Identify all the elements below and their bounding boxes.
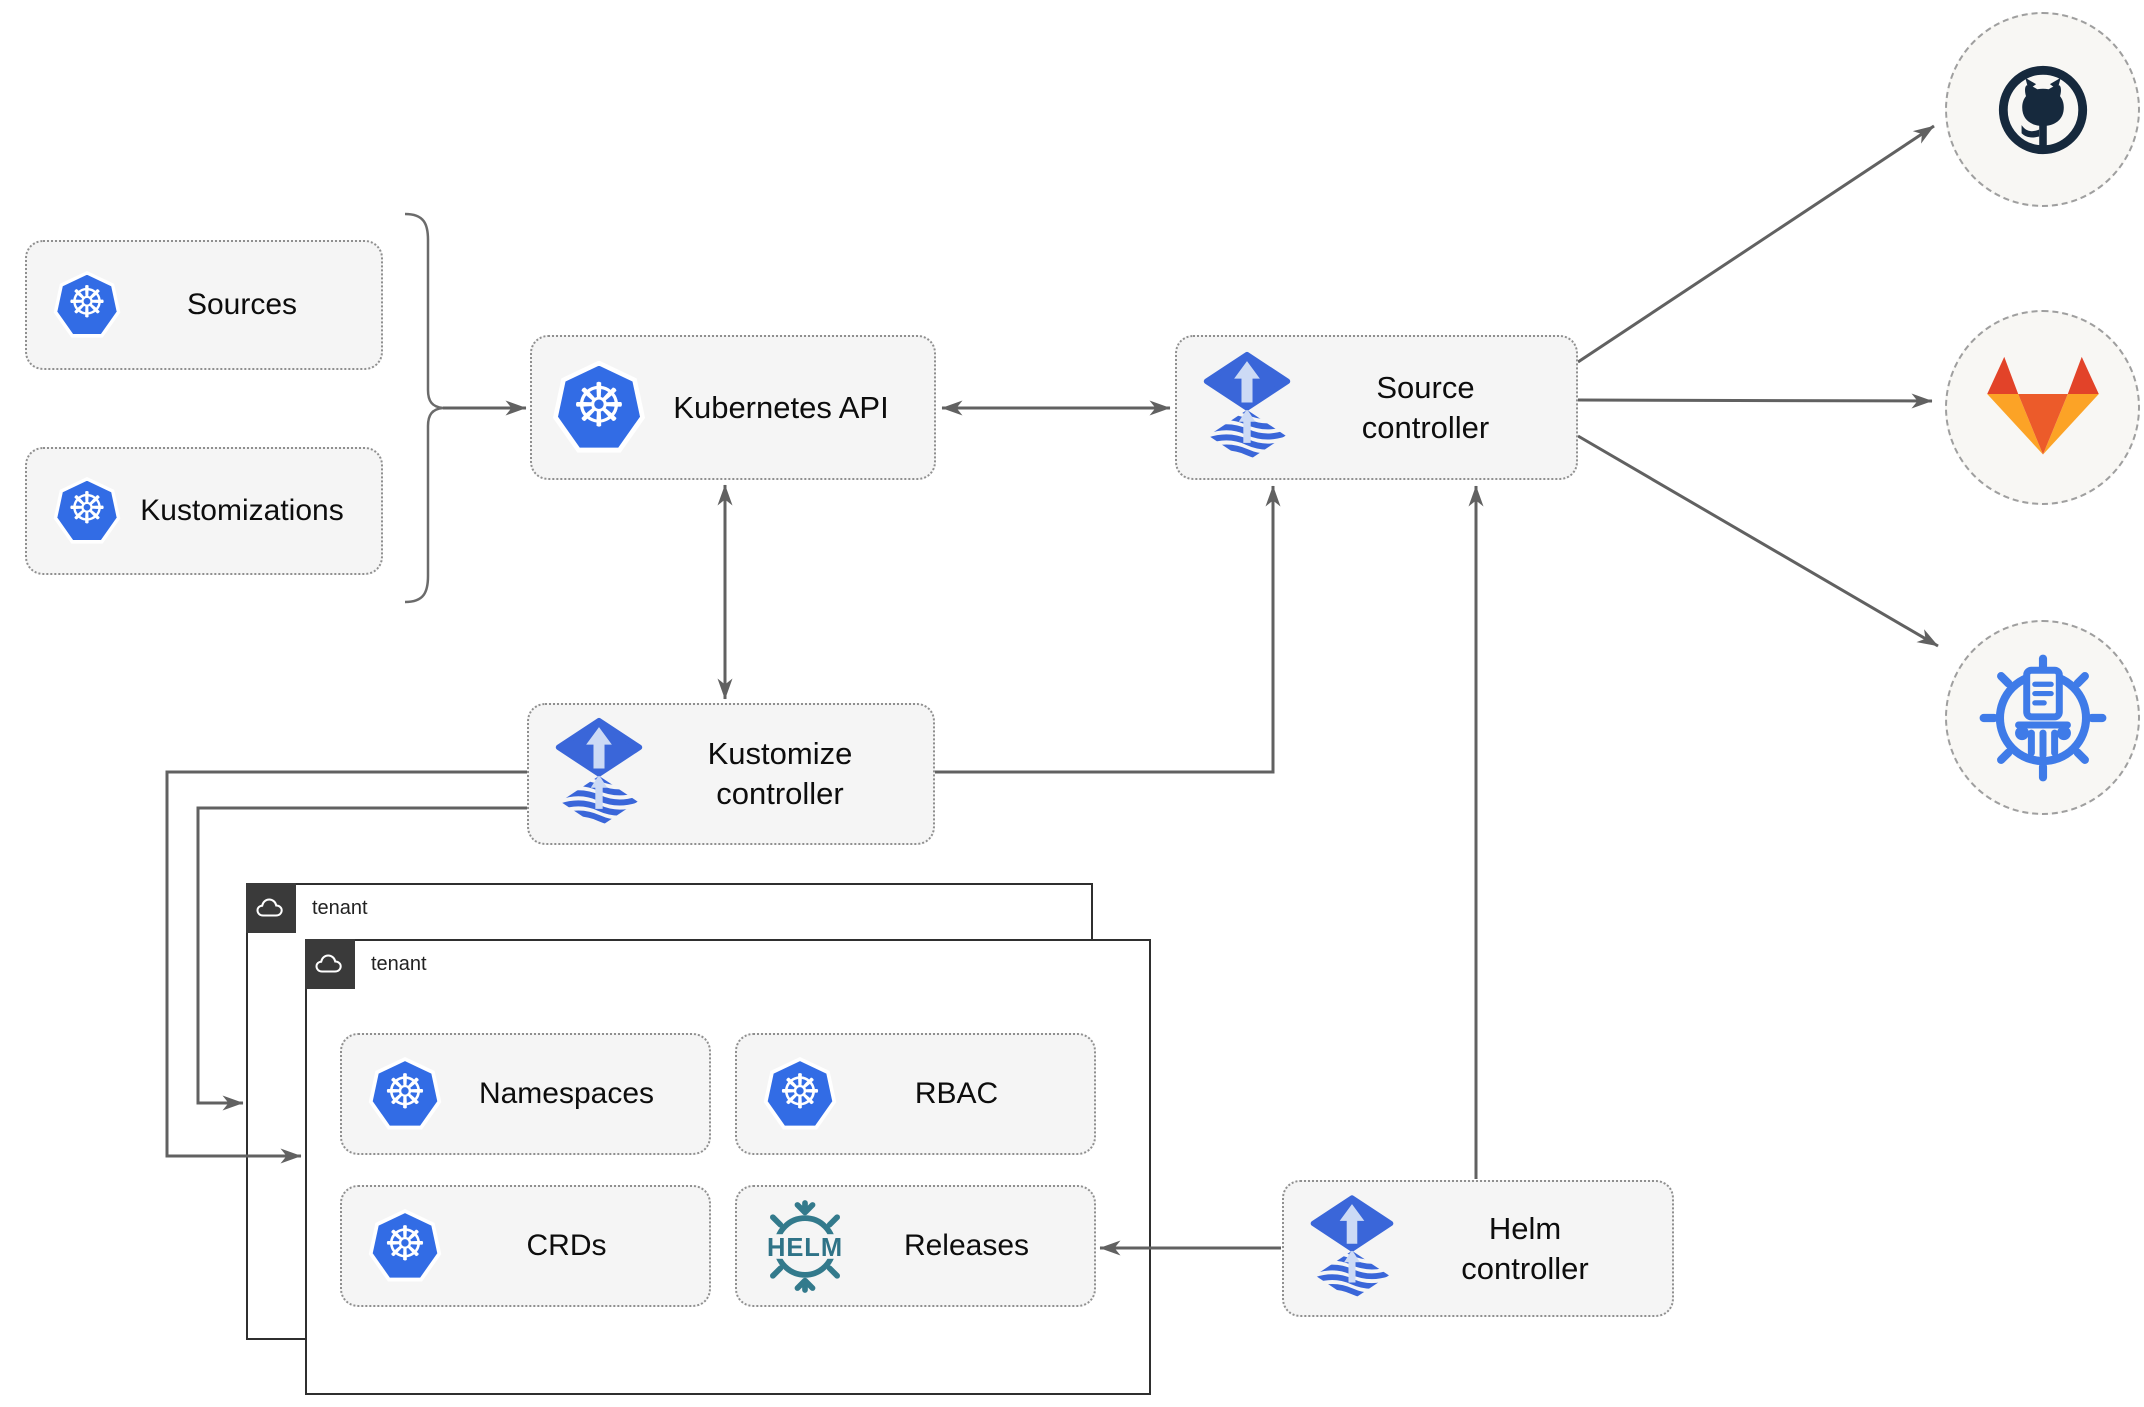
flux-icon — [555, 717, 643, 826]
node-label: Namespaces — [478, 1076, 655, 1110]
node-source-controller: Source controller — [1175, 335, 1578, 480]
node-sources: Sources — [25, 240, 383, 370]
cloud-icon — [246, 883, 296, 933]
node-rbac: RBAC — [735, 1033, 1096, 1155]
edge-source-to-github — [1577, 124, 1935, 364]
kubernetes-icon — [368, 1209, 442, 1283]
node-crds: CRDs — [340, 1185, 711, 1307]
github-icon — [1998, 65, 2087, 154]
gitlab-icon — [1986, 356, 2099, 454]
helm-logo-icon: HELM — [767, 1199, 843, 1293]
node-kubernetes-api: Kubernetes API — [530, 335, 936, 480]
tenant-header: tenant — [305, 939, 427, 989]
kubernetes-icon — [53, 477, 121, 545]
tenant-label: tenant — [371, 952, 427, 975]
kubernetes-icon — [53, 271, 121, 339]
kubernetes-icon — [368, 1057, 442, 1131]
chartmuseum-icon — [1979, 654, 2106, 781]
tenant-group-front: tenant — [305, 939, 1151, 1395]
github-target — [1945, 12, 2140, 207]
kubernetes-icon — [763, 1057, 837, 1131]
flux-icon — [1310, 1194, 1394, 1298]
kubernetes-icon — [552, 360, 646, 455]
node-kustomizations: Kustomizations — [25, 447, 383, 575]
edge-kustomize-to-source — [935, 485, 1281, 774]
brace-sources-group — [404, 212, 444, 604]
node-label: RBAC — [914, 1076, 999, 1110]
cloud-icon — [305, 939, 355, 989]
gitlab-target — [1945, 310, 2140, 505]
helm-logo-text: HELM — [767, 1233, 843, 1261]
node-label: Helm controller — [1461, 1210, 1589, 1286]
node-label: CRDs — [526, 1228, 607, 1262]
flux-icon — [1203, 351, 1291, 460]
node-label: Releases — [903, 1228, 1030, 1262]
edge-source-to-gitlab — [1577, 393, 1933, 409]
node-label: Source controller — [1361, 369, 1490, 445]
tenant-header: tenant — [246, 883, 368, 933]
node-label: Kustomizations — [140, 493, 344, 527]
node-helm-controller: Helm controller — [1282, 1180, 1674, 1317]
node-releases: HELM Releases — [735, 1185, 1096, 1307]
node-label: Sources — [186, 287, 298, 321]
node-label: Kubernetes API — [673, 389, 889, 425]
chartmuseum-target — [1945, 620, 2140, 815]
edge-source-to-chartmuseum — [1577, 434, 1939, 648]
tenant-label: tenant — [312, 896, 368, 919]
node-kustomize-controller: Kustomize controller — [527, 703, 935, 845]
node-label: Kustomize controller — [707, 736, 853, 811]
node-namespaces: Namespaces — [340, 1033, 711, 1155]
